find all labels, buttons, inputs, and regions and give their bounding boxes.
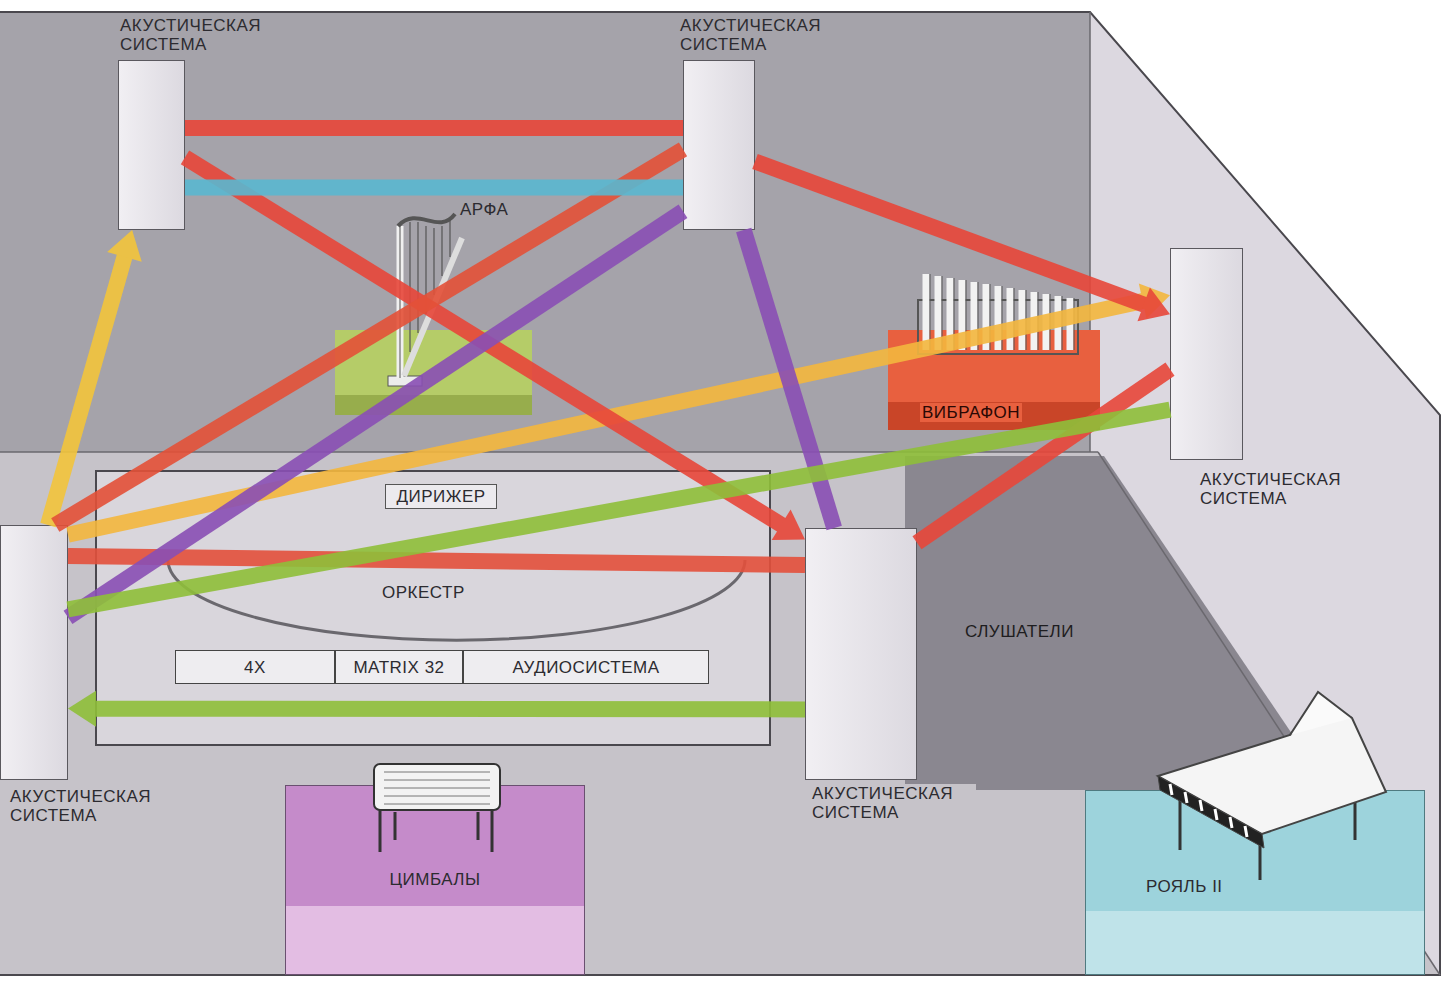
- speaker: АКУСТИЧЕСКАЯ СИСТЕМА: [1168, 246, 1364, 514]
- node-label: АУДИОСИСТЕМА: [510, 658, 661, 677]
- node-label: АКУСТИЧЕСКАЯ СИСТЕМА: [810, 784, 976, 822]
- node-label: ЦИМБАЛЫ: [387, 870, 482, 889]
- speaker-cabinet: [1170, 248, 1243, 460]
- ribbon-body: [755, 161, 1146, 305]
- piano-body: [1158, 712, 1386, 834]
- node-label: ВИБРАФОН: [920, 403, 1022, 422]
- piano-keys: [1170, 784, 1247, 837]
- sound-ribbon: [55, 149, 683, 525]
- piano-lid: [1290, 692, 1352, 735]
- ribbon-body: [94, 701, 805, 718]
- speaker: АКУСТИЧЕСКАЯ СИСТЕМА: [803, 526, 979, 828]
- console-cell: 4X: [175, 650, 335, 684]
- piano-keyboard: [1158, 776, 1264, 848]
- cimbalom-legs: [380, 808, 492, 852]
- cimbalom-platform: ЦИМБАЛЫ: [285, 785, 585, 975]
- ribbon-body: [185, 180, 683, 196]
- node-label: АКУСТИЧЕСКАЯ СИСТЕМА: [118, 16, 290, 54]
- node-label: АРФА: [458, 200, 510, 219]
- harp-neck: [398, 214, 455, 226]
- sound-ribbon: [68, 691, 805, 727]
- ribbon-body: [55, 149, 683, 525]
- room-outline: [0, 12, 1440, 975]
- conductor-box: ДИРИЖЕР: [385, 484, 497, 509]
- ribbon-body: [68, 556, 805, 565]
- ribbon-body: [185, 120, 683, 136]
- sound-ribbon: [185, 187, 683, 188]
- node-label: ОРКЕСТР: [380, 583, 467, 602]
- cimbalom-strings: [384, 772, 490, 804]
- harp-column: [397, 226, 404, 378]
- sound-ribbon: [755, 161, 1170, 321]
- node-label: MATRIX 32: [351, 658, 446, 677]
- piano-drawing: [1158, 692, 1386, 880]
- arrow-head: [68, 691, 96, 727]
- ribbon-body: [68, 410, 1170, 610]
- sound-ribbon: [68, 410, 1170, 610]
- audience-label: СЛУШАТЕЛИ: [963, 622, 1076, 641]
- console-cell: АУДИОСИСТЕМА: [463, 650, 709, 684]
- speaker: АКУСТИЧЕСКАЯ СИСТЕМА: [676, 16, 852, 232]
- node-label: АКУСТИЧЕСКАЯ СИСТЕМА: [8, 787, 176, 825]
- arrow-head: [1138, 288, 1170, 322]
- floor: [0, 452, 1440, 975]
- harp-column: [400, 226, 401, 378]
- node-label: РОЯЛЬ II: [1144, 877, 1225, 896]
- arrow-head: [772, 509, 805, 540]
- speaker-cabinet: [805, 528, 917, 780]
- cimbalom-drawing: [374, 764, 500, 852]
- arrow-head: [107, 230, 142, 262]
- node-label: 4X: [242, 658, 268, 677]
- sound-ribbon: [68, 284, 1170, 535]
- node-label: АКУСТИЧЕСКАЯ СИСТЕМА: [1198, 470, 1364, 508]
- speaker-cabinet: [683, 60, 755, 230]
- speaker-cabinet: [0, 525, 68, 780]
- node-label: АКУСТИЧЕСКАЯ СИСТЕМА: [678, 16, 850, 54]
- node-label: ДИРИЖЕР: [394, 487, 487, 506]
- speaker-cabinet: [118, 60, 185, 230]
- sound-ribbon: [68, 556, 805, 565]
- console-cell: MATRIX 32: [335, 650, 463, 684]
- cimbalom-body: [374, 764, 500, 810]
- label-holder: СЛУШАТЕЛИ: [963, 622, 1076, 641]
- sound-ribbon: [185, 128, 683, 129]
